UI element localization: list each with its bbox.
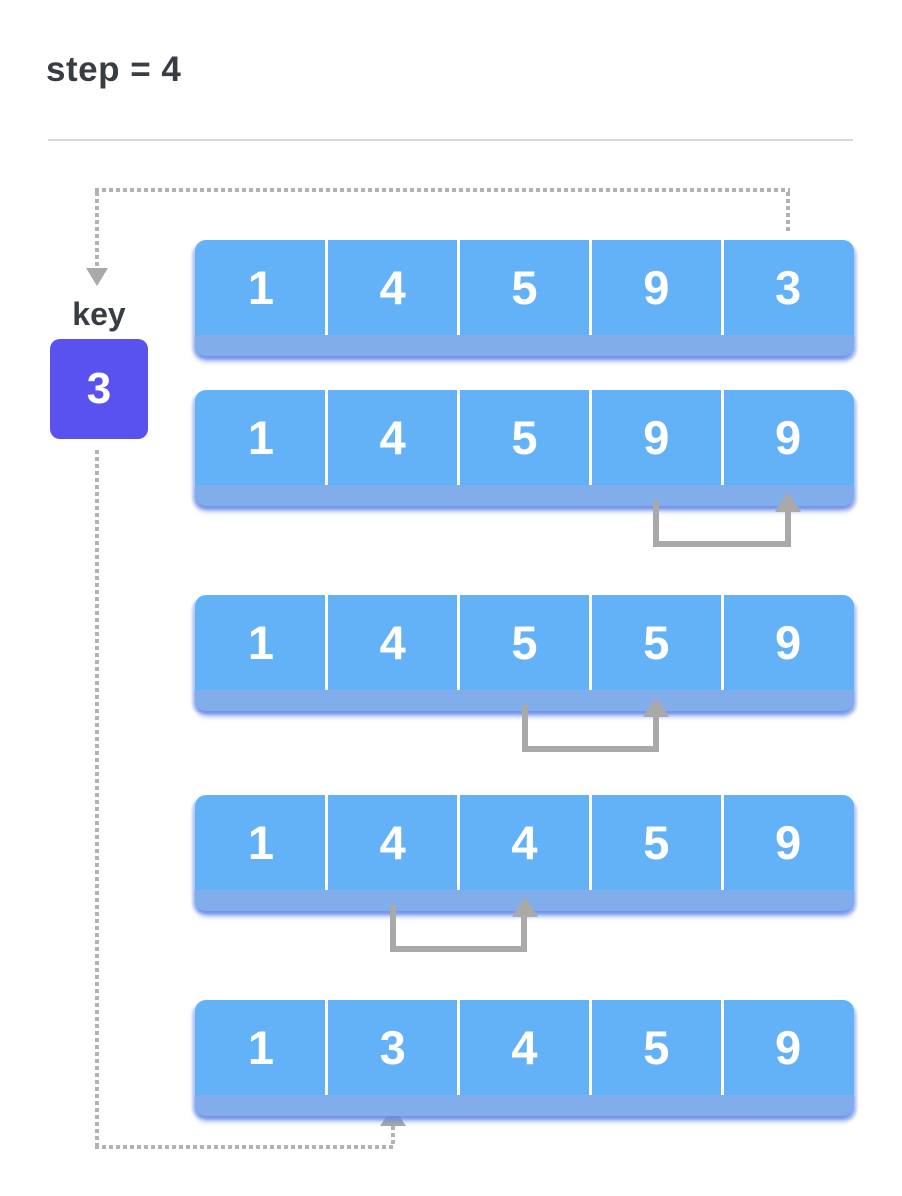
cell-divider	[588, 390, 592, 485]
cell-divider	[588, 1000, 592, 1095]
array-cell: 4	[511, 816, 538, 869]
cell-divider	[457, 795, 461, 890]
shift-bracket-leg	[653, 717, 660, 746]
divider-line	[48, 139, 853, 141]
key-insert-path-up-vertical	[391, 1126, 395, 1145]
array-cell: 4	[379, 261, 406, 314]
cell-divider	[457, 390, 461, 485]
array-cell: 5	[643, 1021, 670, 1074]
array-row: 1 4 4 5 9	[195, 795, 854, 952]
array-cells: 1 4 5 5 9	[195, 595, 854, 690]
cell-divider	[325, 795, 329, 890]
cell-divider	[325, 390, 329, 485]
array-cell: 9	[643, 261, 670, 314]
array-row: 1 4 5 5 9	[195, 595, 854, 752]
arrow-up-icon	[511, 897, 538, 917]
array-row: 1 4 5 9 9	[195, 390, 854, 547]
page-title: step = 4	[46, 50, 182, 89]
array-cell: 4	[379, 816, 406, 869]
key-value: 3	[86, 364, 112, 413]
key-insert-path-horizontal	[95, 1145, 395, 1149]
key-extract-path-horizontal	[95, 188, 790, 192]
shift-bracket-leg	[521, 917, 528, 946]
key-label: key	[72, 296, 126, 332]
arrow-up-icon	[775, 492, 802, 512]
arrow-down-icon	[86, 268, 108, 286]
row-base-strip	[195, 335, 854, 356]
cell-divider	[457, 240, 461, 335]
cell-divider	[457, 1000, 461, 1095]
array-cell: 3	[379, 1021, 406, 1074]
array-cells: 1 4 5 9 3	[195, 240, 854, 335]
array-cell: 9	[643, 411, 670, 464]
array-cell: 5	[511, 616, 538, 669]
cell-divider	[588, 240, 592, 335]
array-cell: 4	[379, 411, 406, 464]
cell-divider	[325, 595, 329, 690]
row-base-strip	[195, 485, 854, 506]
array-cell: 9	[775, 411, 802, 464]
cell-divider	[720, 390, 724, 485]
shift-bracket-leg	[785, 512, 792, 541]
array-cell: 3	[775, 261, 802, 314]
array-cell: 4	[511, 1021, 538, 1074]
array-cell: 9	[775, 816, 802, 869]
key-box: 3	[50, 339, 148, 439]
arrow-up-icon	[643, 697, 670, 717]
cell-divider	[325, 1000, 329, 1095]
array-cells: 1 4 5 9 9	[195, 390, 854, 485]
key-extract-path-left-vertical	[95, 192, 99, 268]
array-cell: 9	[775, 616, 802, 669]
array-cells: 1 4 4 5 9	[195, 795, 854, 890]
array-cell: 4	[379, 616, 406, 669]
cell-divider	[720, 795, 724, 890]
array-cell: 5	[643, 616, 670, 669]
shift-bracket	[389, 905, 528, 952]
cell-divider	[720, 1000, 724, 1095]
array-row: 1 3 4 5 9	[195, 1000, 854, 1116]
array-cell: 1	[247, 816, 274, 869]
array-cell: 5	[511, 261, 538, 314]
shift-bracket	[521, 705, 660, 752]
row-base-strip	[195, 690, 854, 711]
array-cell: 9	[775, 1021, 802, 1074]
array-row: 1 4 5 9 3	[195, 240, 854, 356]
cell-divider	[720, 240, 724, 335]
array-cell: 1	[247, 1021, 274, 1074]
array-cell: 5	[643, 816, 670, 869]
key-insert-path-left-vertical	[95, 450, 99, 1145]
cell-divider	[588, 595, 592, 690]
array-cells: 1 3 4 5 9	[195, 1000, 854, 1095]
shift-bracket	[653, 500, 792, 547]
array-cell: 1	[247, 261, 274, 314]
cell-divider	[457, 595, 461, 690]
array-cell: 1	[247, 616, 274, 669]
cell-divider	[720, 595, 724, 690]
row-base-strip	[195, 1095, 854, 1116]
array-cell: 5	[511, 411, 538, 464]
array-cell: 1	[247, 411, 274, 464]
key-extract-path-right-vertical	[786, 192, 790, 232]
cell-divider	[588, 795, 592, 890]
cell-divider	[325, 240, 329, 335]
